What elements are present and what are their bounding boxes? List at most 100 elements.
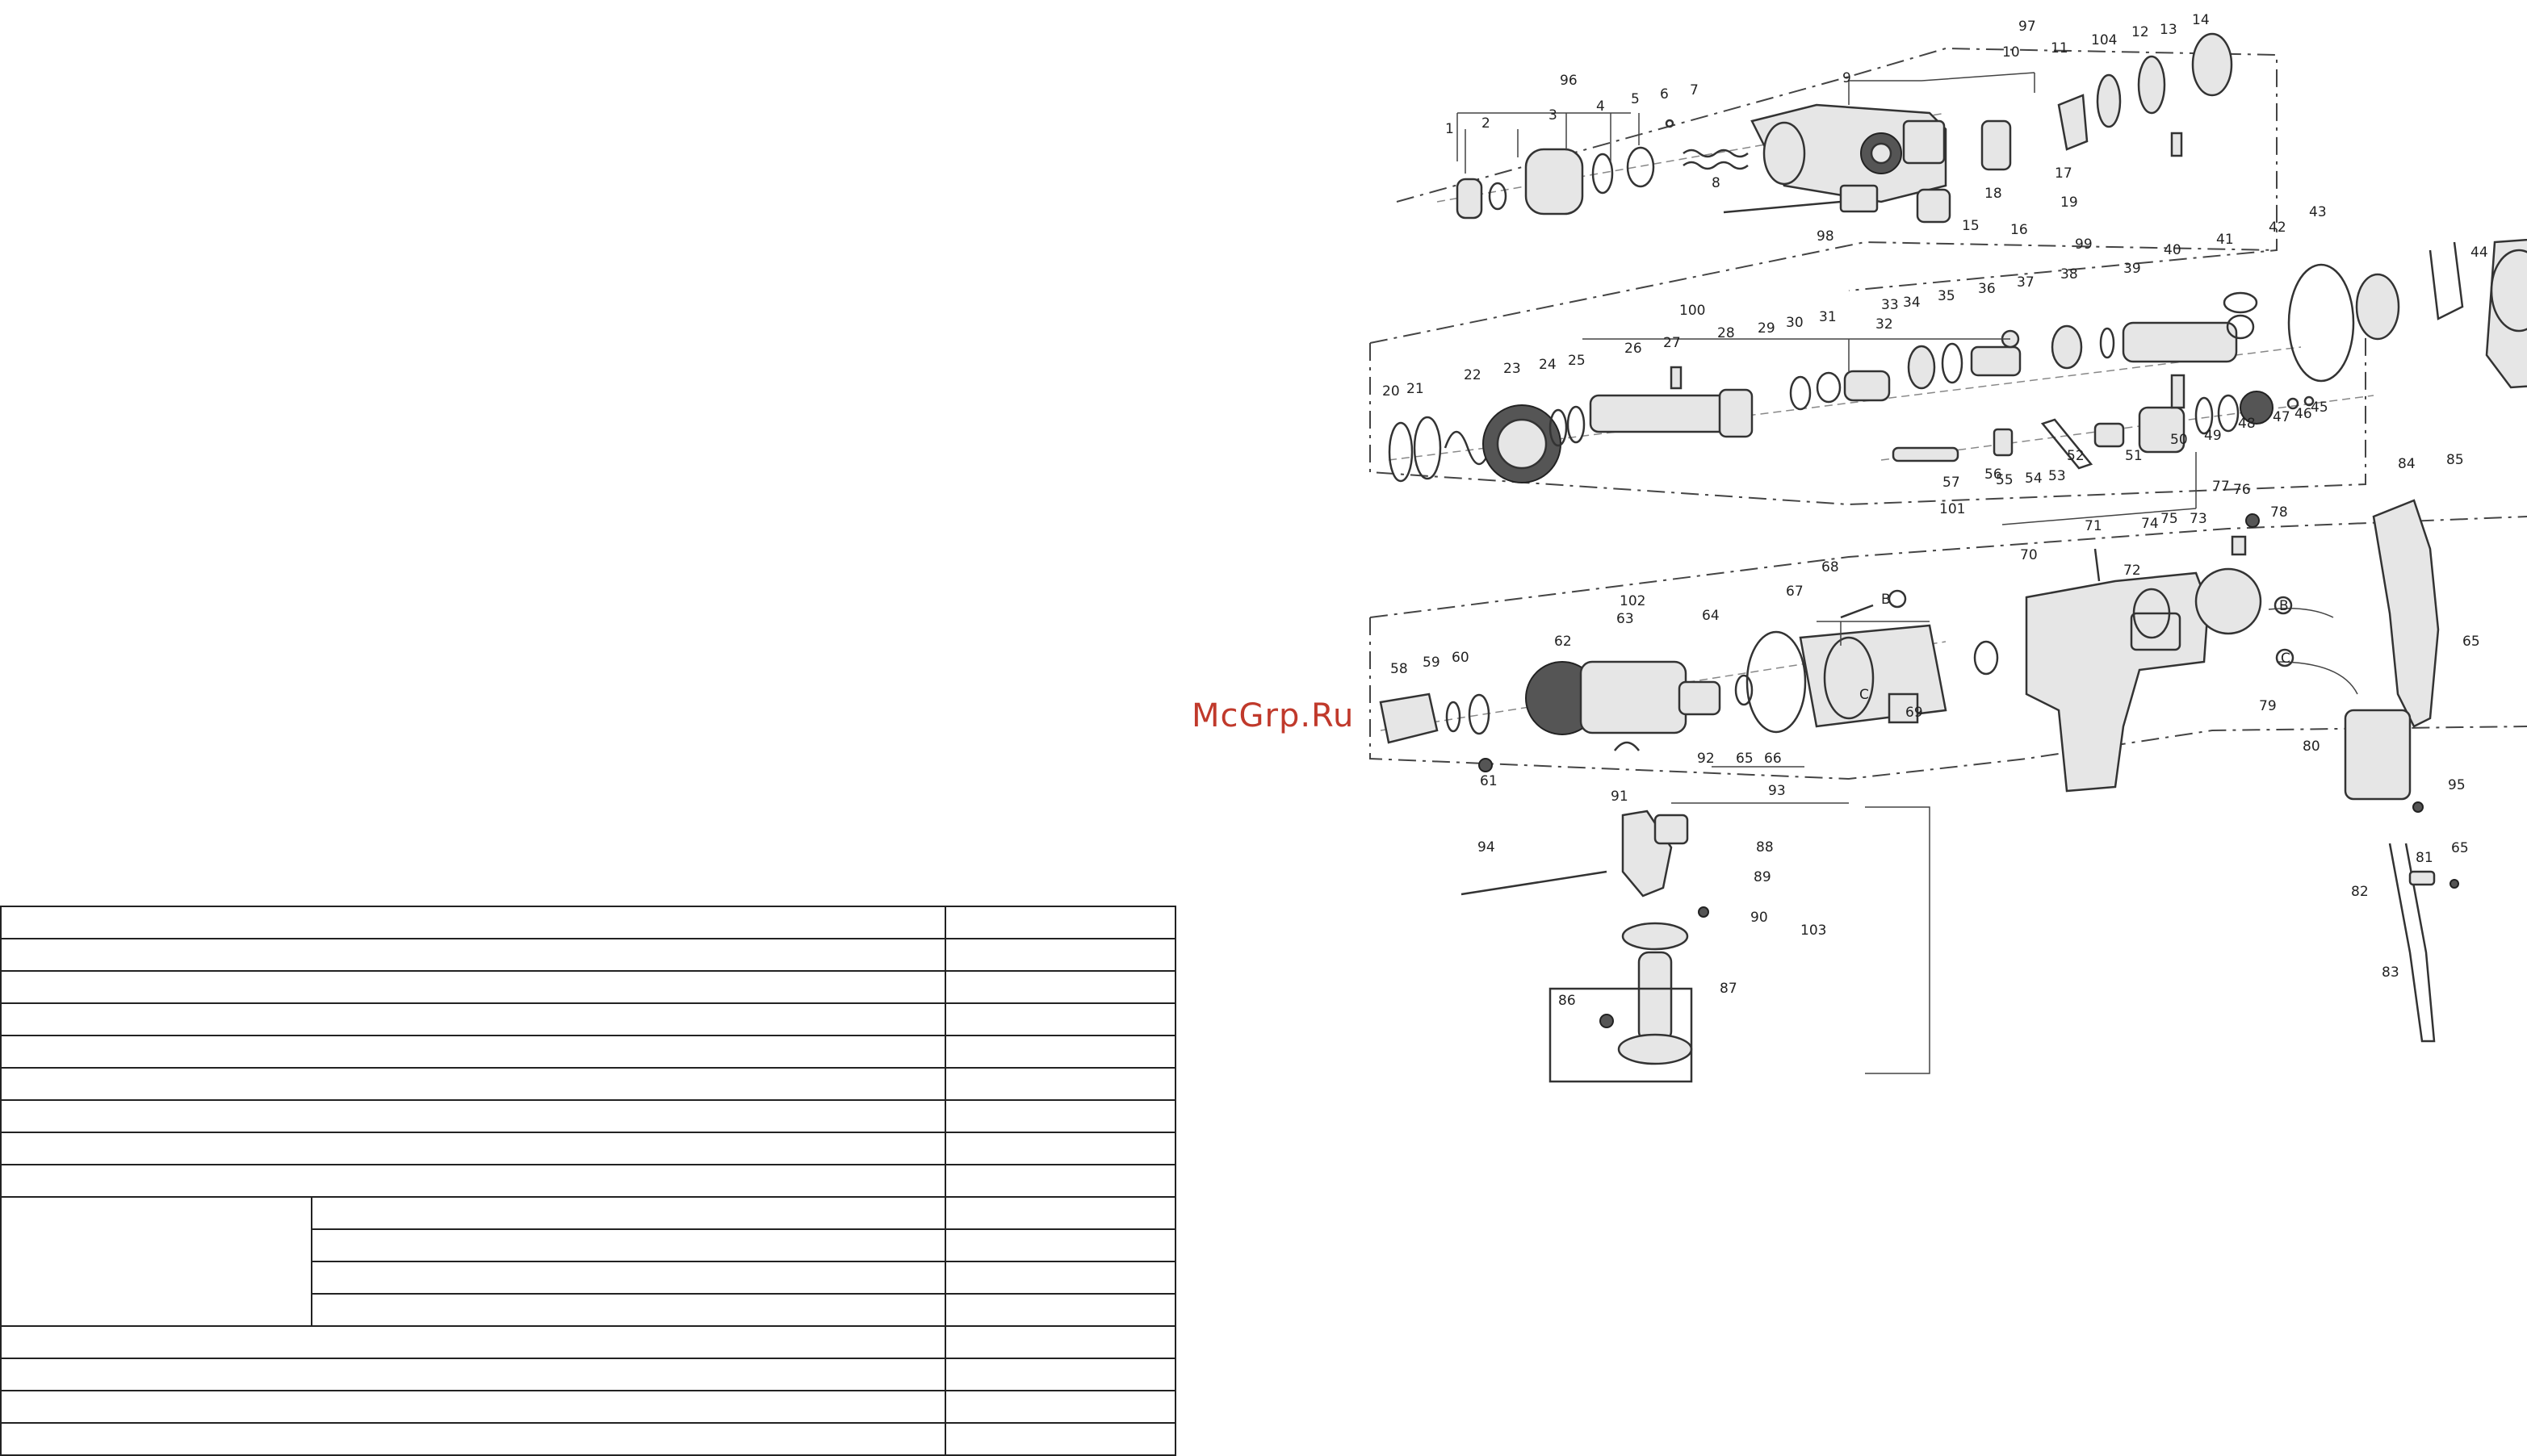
part-label: 93 xyxy=(1768,783,1786,799)
part-label: 98 xyxy=(1817,228,1834,245)
part-label: 30 xyxy=(1786,315,1804,331)
part-label: 33 xyxy=(1881,297,1899,313)
side-handle-assembly xyxy=(1460,741,1709,1083)
part-label: 9 xyxy=(1842,70,1851,86)
impact-mechanism xyxy=(1880,374,2374,470)
part-label: 84 xyxy=(2398,456,2416,472)
table-row xyxy=(0,1196,1176,1327)
part-label: 65 xyxy=(1736,751,1754,767)
part-label: 12 xyxy=(2131,24,2149,40)
part-label: 75 xyxy=(2160,511,2178,527)
watermark: McGrp.Ru xyxy=(1192,697,1355,734)
part-label: 6 xyxy=(1660,86,1669,103)
part-label: 97 xyxy=(2018,19,2036,35)
connector-label-c: C xyxy=(1859,687,1869,703)
section-frames xyxy=(1369,47,2527,780)
table-row xyxy=(0,1035,1176,1069)
part-label: 32 xyxy=(1875,316,1893,333)
table-row xyxy=(0,970,1176,1004)
part-label: 4 xyxy=(1596,98,1605,115)
table-row xyxy=(0,1358,1176,1391)
part-label: 100 xyxy=(1679,303,1705,319)
part-label: 59 xyxy=(1423,655,1440,671)
part-label: 87 xyxy=(1720,981,1737,997)
part-label: 40 xyxy=(2164,242,2181,258)
part-label: 44 xyxy=(2470,245,2488,261)
part-label: 99 xyxy=(2075,236,2093,253)
part-label: 65 xyxy=(2462,634,2480,650)
part-label: 76 xyxy=(2233,482,2251,498)
part-label: 103 xyxy=(1800,923,1826,939)
part-label: 86 xyxy=(1558,993,1576,1009)
part-label: 90 xyxy=(1750,910,1768,926)
part-label: 61 xyxy=(1480,773,1498,789)
part-label: 72 xyxy=(2123,563,2141,579)
part-label: 92 xyxy=(1697,751,1715,767)
table-row xyxy=(0,1390,1176,1424)
exploded-parts-diagram: 1 2 3 4 5 6 7 8 9 10 11 12 13 14 15 16 1… xyxy=(1369,12,2527,1083)
part-label: 95 xyxy=(2448,777,2466,793)
part-label: 25 xyxy=(1568,353,1586,369)
part-label: 34 xyxy=(1903,295,1921,311)
part-label: 39 xyxy=(2123,261,2141,277)
part-label: 31 xyxy=(1819,309,1837,325)
part-label: 64 xyxy=(1702,608,1720,624)
part-label: 24 xyxy=(1539,357,1557,373)
part-label: 21 xyxy=(1406,381,1424,397)
part-label: 10 xyxy=(2002,44,2020,61)
motor-housing xyxy=(2025,513,2358,793)
part-label: 56 xyxy=(1984,467,2002,483)
part-label: 88 xyxy=(1756,839,1774,856)
table-row xyxy=(0,938,1176,972)
part-label: 50 xyxy=(2170,432,2188,448)
part-label: 43 xyxy=(2309,204,2327,220)
gearbox-housing xyxy=(1750,32,2233,224)
part-label: 68 xyxy=(1821,559,1839,575)
part-label: 52 xyxy=(2067,448,2085,464)
handle-assembly xyxy=(2344,499,2459,1043)
part-labels: 1 2 3 4 5 6 7 8 9 10 11 12 13 14 15 16 1… xyxy=(1382,12,2488,1009)
part-label: 49 xyxy=(2204,428,2222,444)
part-label: 48 xyxy=(2238,416,2256,432)
part-label: 53 xyxy=(2048,468,2066,484)
connector-label-b: B xyxy=(1881,592,1891,608)
part-label: 19 xyxy=(2060,195,2078,211)
part-label: 66 xyxy=(1764,751,1782,767)
part-label: 57 xyxy=(1942,475,1960,491)
part-label: 3 xyxy=(1548,107,1557,123)
part-label: 62 xyxy=(1554,634,1572,650)
part-label: 83 xyxy=(2382,964,2399,981)
connector-label-b: B xyxy=(2279,598,2289,614)
table-row xyxy=(1,1261,1176,1295)
part-label: 38 xyxy=(2060,266,2078,282)
part-label: 15 xyxy=(1962,218,1980,234)
part-label: 26 xyxy=(1624,341,1642,357)
part-label: 65 xyxy=(2451,840,2469,856)
part-label: 89 xyxy=(1754,869,1771,885)
part-label: 16 xyxy=(2010,222,2028,238)
part-label: 60 xyxy=(1452,650,1469,666)
part-label: 74 xyxy=(2141,516,2159,532)
part-label: 11 xyxy=(2051,40,2068,56)
part-label: 37 xyxy=(2017,274,2035,291)
connector-label-c: C xyxy=(2281,651,2290,667)
part-label: 73 xyxy=(2190,511,2207,527)
part-label: 78 xyxy=(2270,504,2288,521)
table-row xyxy=(1,1228,1176,1262)
part-label: 67 xyxy=(1786,584,1804,600)
part-label: 101 xyxy=(1939,501,1965,517)
table-row xyxy=(0,1002,1176,1036)
part-label: 46 xyxy=(2294,406,2312,422)
part-label: 23 xyxy=(1503,361,1521,377)
part-label: 94 xyxy=(1477,839,1495,856)
leader-lines xyxy=(1456,72,2197,1074)
part-label: 1 xyxy=(1445,121,1454,137)
part-label: 18 xyxy=(1984,186,2002,202)
part-label: 55 xyxy=(1996,472,2014,488)
table-row xyxy=(0,1067,1176,1101)
part-label: 69 xyxy=(1905,705,1923,721)
part-label: 22 xyxy=(1464,367,1481,383)
part-label: 81 xyxy=(2416,850,2433,866)
part-label: 58 xyxy=(1390,661,1408,677)
part-label: 20 xyxy=(1382,383,1400,400)
